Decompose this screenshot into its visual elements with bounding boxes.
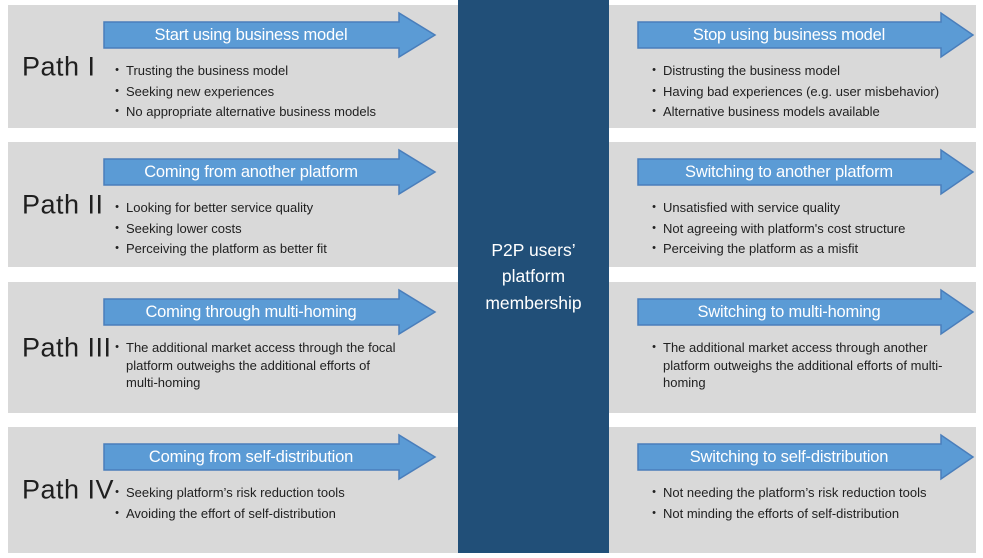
list-item: •The additional market access through th…	[108, 339, 453, 392]
join-arrow-label: Coming through multi-homing	[145, 302, 357, 321]
join-arrow: Coming through multi-homing	[103, 288, 437, 336]
bullet-icon: •	[115, 201, 119, 213]
bullet-icon: •	[115, 506, 119, 519]
join-arrow: Start using business model	[103, 11, 437, 59]
list-item: •Not agreeing with platform's cost struc…	[645, 220, 980, 238]
join-arrow-label: Start using business model	[154, 25, 348, 44]
bullet-icon: •	[652, 221, 656, 234]
list-item: •Trusting the business model	[108, 62, 453, 80]
leave-reasons-list: •The additional market access through an…	[645, 339, 980, 392]
right-arrow-shape	[103, 288, 437, 336]
list-item: •Seeking lower costs	[108, 220, 453, 238]
join-arrow: Coming from self-distribution	[103, 433, 437, 481]
leave-arrow: Stop using business model	[637, 11, 975, 59]
bullet-icon: •	[652, 506, 656, 519]
leave-arrow-label: Switching to multi-homing	[697, 302, 881, 321]
leave-arrow: Switching to self-distribution	[637, 433, 975, 481]
center-column: P2P users’ platform membership	[458, 0, 609, 553]
leave-reasons-list: •Unsatisfied with service quality •Not a…	[645, 199, 980, 258]
leave-arrow: Switching to another platform	[637, 148, 975, 196]
bullet-icon: •	[652, 341, 656, 353]
join-reasons-list: •Looking for better service quality •See…	[108, 199, 453, 258]
leave-arrow-label: Switching to another platform	[685, 162, 893, 181]
list-item: •Perceiving the platform as better fit	[108, 240, 453, 258]
join-arrow: Coming from another platform	[103, 148, 437, 196]
list-item: •Distrusting the business model	[645, 62, 980, 80]
bullet-icon: •	[652, 105, 656, 118]
leave-reasons-list: •Not needing the platform’s risk reducti…	[645, 484, 980, 522]
list-item: •Alternative business models available	[645, 103, 980, 121]
list-item: •The additional market access through an…	[645, 339, 980, 392]
bullet-icon: •	[115, 221, 119, 234]
path-label: Path IV	[22, 474, 115, 505]
path-label: Path II	[22, 189, 104, 219]
leave-arrow-label: Switching to self-distribution	[689, 447, 889, 466]
bullet-icon: •	[652, 64, 656, 76]
list-item: •Perceiving the platform as a misfit	[645, 240, 980, 258]
bullet-icon: •	[652, 486, 656, 498]
list-item: •Not minding the efforts of self-distrib…	[645, 505, 980, 523]
bullet-icon: •	[652, 201, 656, 213]
bullet-icon: •	[115, 84, 119, 97]
bullet-icon: •	[115, 341, 119, 353]
leave-reasons-list: •Distrusting the business model •Having …	[645, 62, 980, 121]
list-item: •Having bad experiences (e.g. user misbe…	[645, 83, 980, 101]
leave-arrow-label: Stop using business model	[692, 25, 886, 44]
center-title: P2P users’ platform membership	[485, 240, 582, 313]
right-arrow-shape	[103, 148, 437, 196]
list-item: •No appropriate alternative business mod…	[108, 103, 453, 121]
right-arrow-shape	[103, 11, 437, 59]
join-arrow-label: Coming from self-distribution	[148, 447, 354, 466]
path-label: Path III	[22, 332, 112, 362]
list-item: •Avoiding the effort of self-distributio…	[108, 505, 453, 523]
bullet-icon: •	[652, 242, 656, 255]
right-arrow-shape	[637, 288, 975, 336]
bullet-icon: •	[652, 84, 656, 97]
join-reasons-list: •The additional market access through th…	[108, 339, 453, 392]
join-reasons-list: •Trusting the business model •Seeking ne…	[108, 62, 453, 121]
join-arrow-label: Coming from another platform	[144, 162, 358, 181]
list-item: •Looking for better service quality	[108, 199, 453, 217]
path-label: Path I	[22, 51, 96, 81]
right-arrow-shape	[103, 433, 437, 481]
right-arrow-shape	[637, 148, 975, 196]
bullet-icon: •	[115, 64, 119, 76]
bullet-icon: •	[115, 486, 119, 498]
list-item: •Seeking new experiences	[108, 83, 453, 101]
list-item: •Seeking platform’s risk reduction tools	[108, 484, 453, 502]
list-item: •Unsatisfied with service quality	[645, 199, 980, 217]
right-arrow-shape	[637, 433, 975, 481]
bullet-icon: •	[115, 105, 119, 118]
right-arrow-shape	[637, 11, 975, 59]
bullet-icon: •	[115, 242, 119, 255]
leave-arrow: Switching to multi-homing	[637, 288, 975, 336]
join-reasons-list: •Seeking platform’s risk reduction tools…	[108, 484, 453, 522]
list-item: •Not needing the platform’s risk reducti…	[645, 484, 980, 502]
